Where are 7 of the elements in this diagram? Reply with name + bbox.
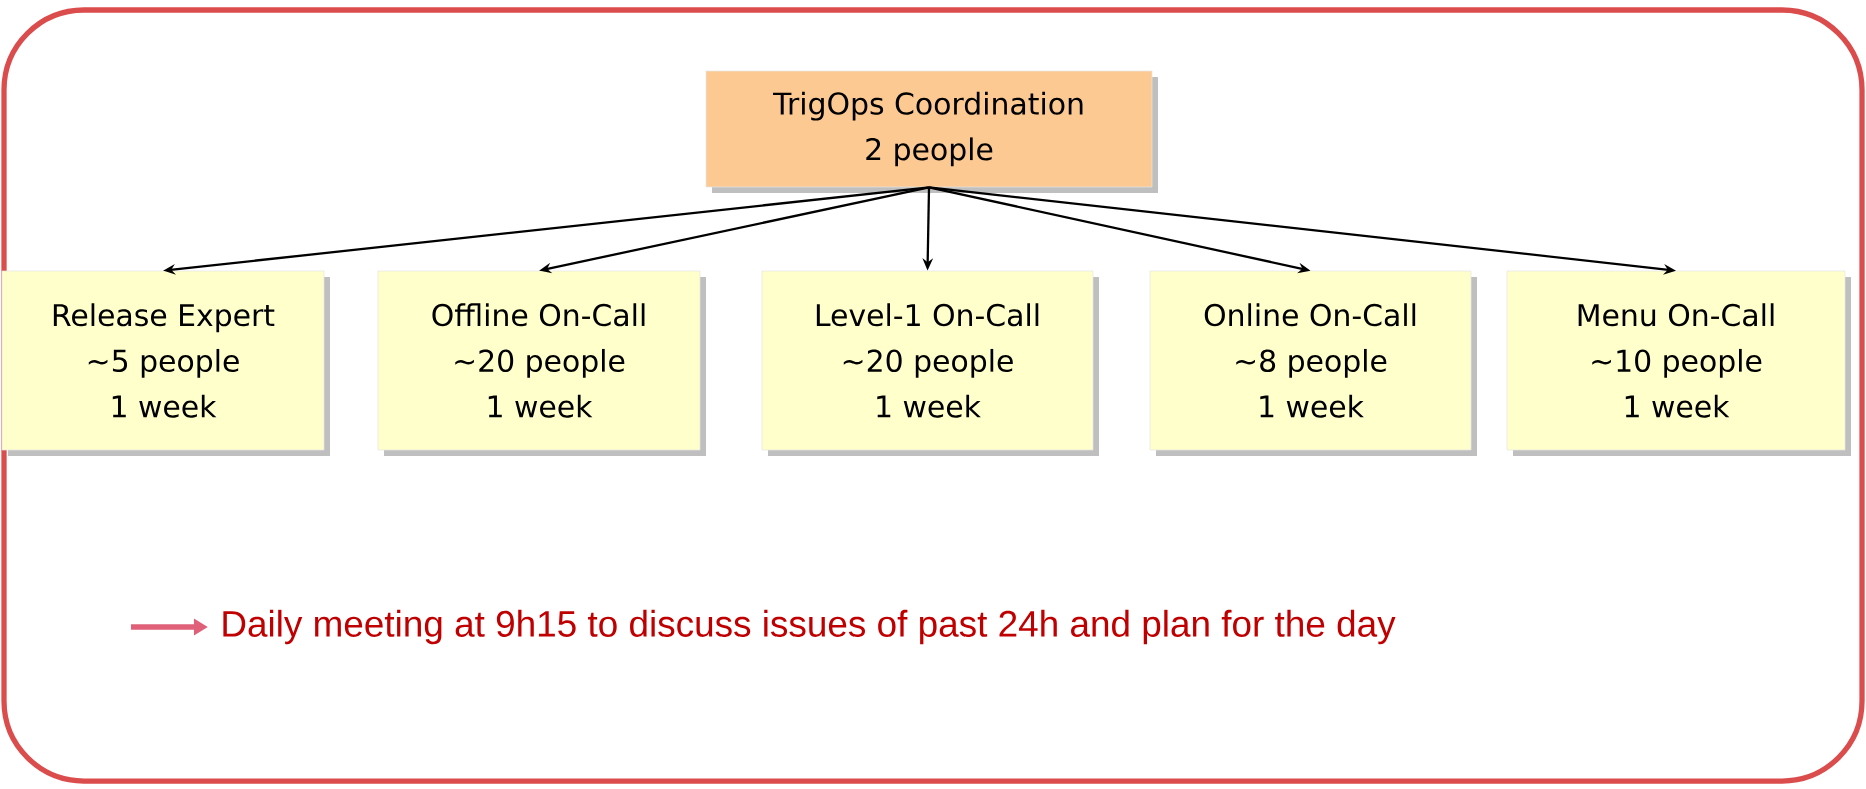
team-box: Online On-Call ~8 people 1 week xyxy=(1149,270,1477,456)
team-box: Level-1 On-Call ~20 people 1 week xyxy=(761,270,1099,456)
team-box: Menu On-Call ~10 people 1 week xyxy=(1506,270,1851,456)
team-box: Offline On-Call ~20 people 1 week xyxy=(377,270,706,456)
note-text: Daily meeting at 9h15 to discuss issues of past 24h and plan for the day xyxy=(223,609,1396,645)
team-box: Release Expert ~5 people 1 week xyxy=(1,270,330,456)
coordination-box: TrigOps Coordination 2 people xyxy=(705,70,1158,193)
